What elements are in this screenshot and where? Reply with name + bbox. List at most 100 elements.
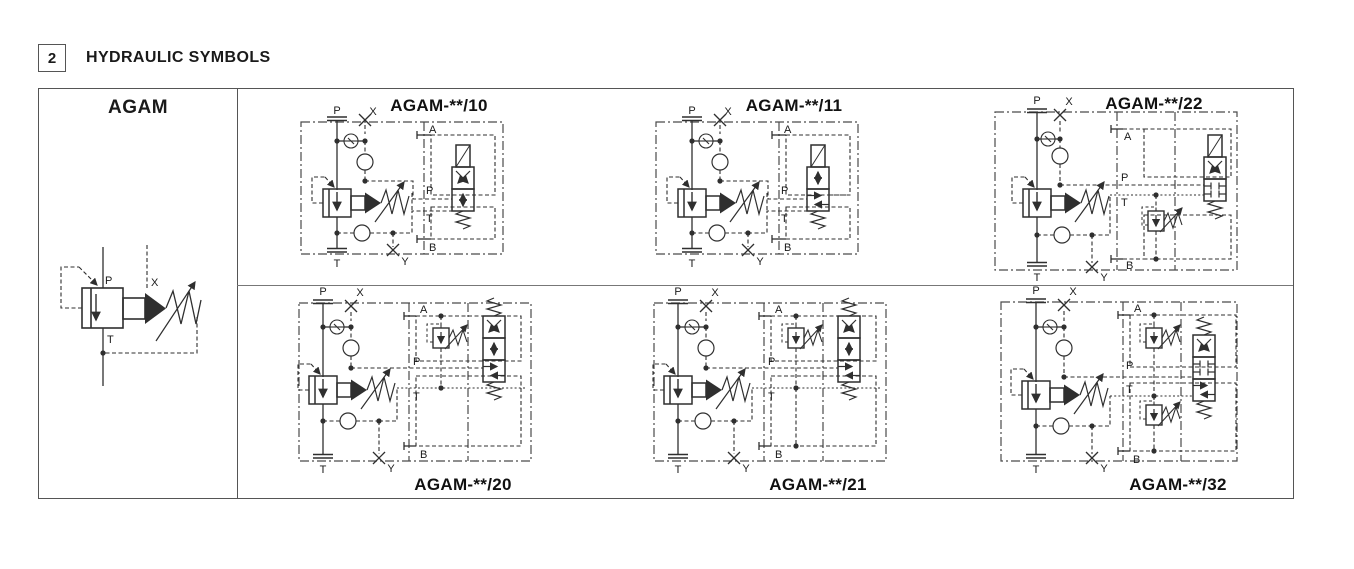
orifice-icon — [698, 133, 714, 149]
port-label-p2: P — [768, 356, 775, 368]
diagram-agam-10: AGAM-**/10 P X T — [281, 89, 551, 286]
valve-position-flow — [838, 360, 860, 382]
orifice-icon — [329, 319, 345, 335]
port-label-t2: T — [781, 213, 788, 225]
gauge-port-icon — [339, 412, 357, 430]
diagram-agam-20: AGAM-**/20 P X T — [281, 281, 581, 503]
port-bar-icon — [681, 116, 703, 122]
port-label-p2: P — [781, 185, 788, 197]
orifice-icon — [1042, 319, 1058, 335]
relief-valve-symbol — [782, 324, 822, 349]
port-label-p: P — [105, 275, 112, 287]
port-label-t: T — [1033, 464, 1040, 476]
solenoid-icon — [455, 144, 471, 168]
port-label-a: A — [1134, 303, 1142, 315]
port-label-t: T — [675, 464, 682, 476]
port-label-t: T — [320, 464, 327, 476]
poppet-cone-icon — [145, 293, 166, 324]
port-label-x: X — [724, 106, 732, 118]
gauge-port-icon — [1053, 226, 1071, 244]
main-relief-valve-symbol — [312, 177, 409, 222]
port-label-t: T — [107, 334, 114, 346]
gauge-port-icon — [353, 224, 371, 242]
gauge-port-icon — [1052, 417, 1070, 435]
panel-title: AGAM-**/11 — [746, 96, 843, 115]
port-label-x: X — [1065, 96, 1073, 108]
spring-icon — [1207, 200, 1223, 220]
family-base-symbol: P X T — [60, 245, 202, 386]
relief-valve-symbol — [1140, 401, 1180, 426]
port-label-p: P — [1032, 285, 1039, 297]
port-label-a: A — [775, 304, 783, 316]
solenoid-icon — [1207, 134, 1223, 158]
main-relief-valve-symbol — [1011, 369, 1108, 414]
spring-icon — [1196, 316, 1212, 336]
main-relief-valve-symbol — [667, 177, 764, 222]
gauge-port-icon — [356, 153, 374, 171]
port-bar-icon — [312, 299, 334, 305]
panel-title: AGAM-**/20 — [414, 475, 511, 494]
port-bar-icon — [326, 247, 348, 253]
panel-title: AGAM-**/10 — [390, 96, 487, 115]
port-bar-icon — [1026, 261, 1048, 267]
port-label-p2: P — [1126, 360, 1133, 372]
orifice-icon — [684, 319, 700, 335]
port-label-y: Y — [1100, 272, 1108, 284]
port-label-y: Y — [756, 256, 764, 268]
diagram-agam-11: AGAM-**/11 P X T — [636, 89, 906, 286]
port-bar-icon — [667, 299, 689, 305]
adjustment-arrow-icon — [155, 280, 196, 342]
port-label-b: B — [784, 242, 791, 254]
plug-icon — [1053, 108, 1067, 122]
port-label-p2: P — [426, 185, 433, 197]
port-label-x: X — [151, 277, 159, 289]
valve-position-crossed — [483, 316, 505, 338]
port-label-b: B — [429, 242, 436, 254]
valve-position-crossed — [452, 167, 474, 189]
valve-position-flow — [483, 360, 505, 382]
port-bar-icon — [312, 453, 334, 459]
orifice-icon — [343, 133, 359, 149]
port-label-y: Y — [401, 256, 409, 268]
relief-valve-symbol — [1142, 207, 1182, 232]
family-name: AGAM — [107, 97, 169, 118]
main-relief-valve-symbol — [653, 364, 750, 409]
main-relief-valve-symbol — [298, 364, 395, 409]
port-label-p: P — [319, 286, 326, 298]
port-label-a: A — [784, 124, 792, 136]
plug-icon — [713, 113, 727, 127]
gauge-port-icon — [1055, 339, 1073, 357]
valve-position-crossed — [1193, 335, 1215, 357]
row-divider — [237, 285, 1293, 286]
spring-icon — [1196, 400, 1212, 420]
port-label-x: X — [356, 287, 364, 299]
port-label-p2: P — [413, 356, 420, 368]
valve-position-open — [452, 189, 474, 211]
port-label-p: P — [1033, 95, 1040, 107]
diagram-agam-21: AGAM-**/21 P X T — [636, 281, 936, 503]
valve-position-open — [807, 167, 829, 189]
valve-position-flow — [807, 189, 829, 211]
gauge-port-icon — [1051, 147, 1069, 165]
diagram-agam-22: AGAM-**/22 P X T — [986, 89, 1286, 290]
symbols-table: AGAM P X T — [38, 88, 1294, 499]
port-label-b: B — [775, 449, 782, 461]
port-label-t2: T — [1121, 197, 1128, 209]
plug-icon — [1057, 298, 1071, 312]
port-label-x: X — [1069, 286, 1077, 298]
port-label-a: A — [420, 304, 428, 316]
port-label-t2: T — [768, 391, 775, 403]
plug-icon — [344, 299, 358, 313]
port-bar-icon — [681, 247, 703, 253]
port-label-y: Y — [387, 463, 395, 475]
port-bar-icon — [1025, 298, 1047, 304]
gauge-port-icon — [342, 339, 360, 357]
port-bar-icon — [1025, 453, 1047, 459]
spring-icon — [486, 297, 502, 317]
port-label-p: P — [688, 105, 695, 117]
section-number: 2 — [38, 44, 66, 72]
spring-icon — [841, 381, 857, 401]
port-label-p: P — [333, 105, 340, 117]
section-title: HYDRAULIC SYMBOLS — [86, 49, 271, 66]
valve-position-crossed — [838, 316, 860, 338]
